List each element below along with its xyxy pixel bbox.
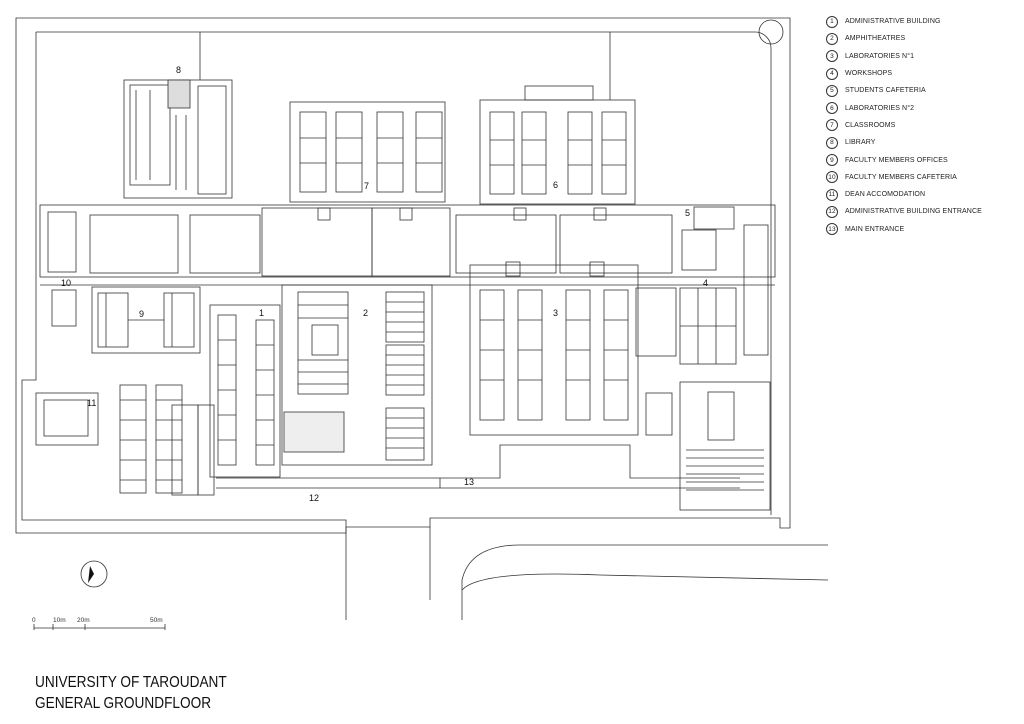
legend-label: FACULTY MEMBERS OFFICES [845, 156, 948, 164]
site-boundary [15, 17, 791, 534]
laboratories-1-building [469, 261, 639, 436]
legend-item: 7 CLASSROOMS [826, 117, 1016, 134]
legend-label: FACULTY MEMBERS CAFETERIA [845, 173, 957, 181]
dean-accommodation [35, 392, 99, 446]
legend-label: LABORATORIES N°1 [845, 52, 915, 60]
perimeter-road [21, 31, 772, 521]
label-5: 5 [685, 208, 690, 218]
legend-item: 12 ADMINISTRATIVE BUILDING ENTRANCE [826, 203, 1016, 220]
laboratories-2-building [479, 85, 636, 221]
administrative-building [209, 304, 281, 478]
legend-label: AMPHITHEATRES [845, 35, 906, 43]
label-2: 2 [363, 308, 368, 318]
legend-item: 1 ADMINISTRATIVE BUILDING [826, 13, 1016, 30]
legend-label: ADMINISTRATIVE BUILDING [845, 18, 941, 26]
label-3: 3 [553, 308, 558, 318]
label-8: 8 [176, 65, 181, 75]
legend-item: 11 DEAN ACCOMODATION [826, 186, 1016, 203]
legend-item: 13 MAIN ENTRANCE [826, 221, 1016, 238]
legend-number: 11 [826, 188, 838, 201]
legend-label: ADMINISTRATIVE BUILDING ENTRANCE [845, 208, 982, 216]
title-line-1: UNIVERSITY OF TAROUDANT [35, 674, 227, 691]
legend-label: CLASSROOMS [845, 121, 896, 129]
label-9: 9 [139, 309, 144, 319]
library-building [123, 79, 233, 199]
legend-number: 9 [826, 154, 838, 167]
legend-number: 13 [826, 223, 838, 236]
legend-item: 3 LABORATORIES N°1 [826, 48, 1016, 65]
label-1: 1 [259, 308, 264, 318]
legend-label: MAIN ENTRANCE [845, 225, 905, 233]
entrance-strip [216, 444, 740, 489]
title-line-2: GENERAL GROUNDFLOOR [35, 695, 212, 712]
legend-item: 6 LABORATORIES N°2 [826, 99, 1016, 116]
drawing-title: UNIVERSITY OF TAROUDANT GENERAL GROUNDFL… [35, 672, 253, 714]
faculty-cafeteria [51, 289, 77, 327]
parking-west [119, 384, 215, 496]
legend-number: 8 [826, 136, 838, 149]
legend-number: 3 [826, 50, 838, 63]
label-7: 7 [364, 181, 369, 191]
legend-item: 4 WORKSHOPS [826, 65, 1016, 82]
scale-bar: 0 10m 20m 50m [32, 617, 166, 630]
scale-0: 0 [32, 617, 36, 624]
label-4: 4 [703, 278, 708, 288]
scale-50m: 50m [150, 617, 163, 624]
legend-item: 10 FACULTY MEMBERS CAFETERIA [826, 169, 1016, 186]
label-11: 11 [87, 398, 96, 408]
legend-item: 2 AMPHITHEATRES [826, 30, 1016, 47]
legend-number: 7 [826, 119, 838, 132]
legend-number: 4 [826, 67, 838, 80]
legend-label: LIBRARY [845, 139, 876, 147]
legend-number: 12 [826, 205, 838, 218]
roundabout [758, 19, 784, 45]
legend-label: WORKSHOPS [845, 70, 893, 78]
legend-number: 2 [826, 32, 838, 45]
scale-20m: 20m [77, 617, 90, 624]
label-12: 12 [309, 493, 319, 503]
label-6: 6 [553, 180, 558, 190]
legend-label: LABORATORIES N°2 [845, 104, 915, 112]
legend-item: 9 FACULTY MEMBERS OFFICES [826, 151, 1016, 168]
workshops-building [635, 224, 769, 365]
legend-number: 6 [826, 102, 838, 115]
north-arrow-icon [80, 560, 108, 588]
legend-number: 5 [826, 84, 838, 97]
label-13: 13 [464, 477, 474, 487]
legend-item: 5 STUDENTS CAFETERIA [826, 82, 1016, 99]
classrooms-building [289, 101, 446, 221]
label-10: 10 [61, 278, 71, 288]
legend-label: DEAN ACCOMODATION [845, 191, 926, 199]
amphitheatres-building [281, 284, 433, 466]
parking-east [679, 381, 771, 511]
central-corridor [39, 204, 776, 278]
legend-label: STUDENTS CAFETERIA [845, 87, 926, 95]
faculty-offices-building [91, 286, 201, 354]
legend-number: 10 [826, 171, 838, 184]
legend-item: 8 LIBRARY [826, 134, 1016, 151]
students-cafeteria [693, 206, 735, 230]
legend-number: 1 [826, 15, 838, 28]
scale-10m: 10m [53, 617, 66, 624]
